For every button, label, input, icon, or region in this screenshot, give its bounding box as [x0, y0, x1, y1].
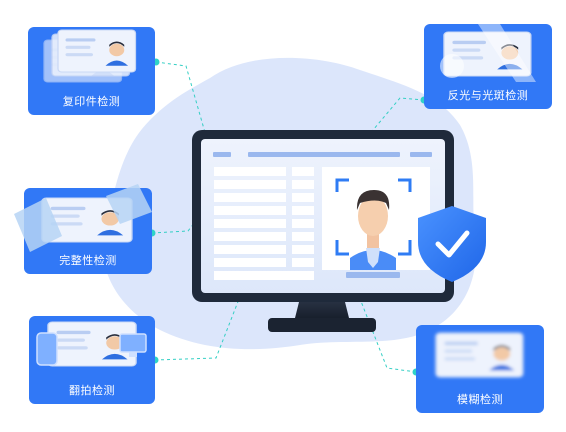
reflection-card-art	[424, 24, 552, 109]
blur-detection-label: 模糊检测	[457, 393, 503, 406]
recapture-detection-card: 翻拍检测	[29, 316, 155, 404]
form-rows	[214, 167, 314, 280]
integrity-detection-label: 完整性检测	[59, 254, 117, 267]
blur-detection-card: 模糊检测	[416, 325, 544, 413]
photocopy-card-art	[28, 27, 155, 115]
connector-blur	[356, 290, 417, 373]
blur-card-art	[416, 325, 544, 413]
connector-reflection	[367, 97, 425, 137]
reflection-detection-label: 反光与光斑检测	[447, 89, 529, 102]
integrity-card-art	[14, 184, 152, 274]
monitor-stand-neck	[294, 298, 350, 322]
connector-photocopy	[155, 61, 207, 137]
reflection-detection-card: 反光与光斑检测	[424, 24, 552, 109]
monitor-stand-base	[268, 318, 376, 332]
connector-recapture	[154, 293, 242, 361]
monitor-icon	[192, 130, 454, 332]
photocopy-detection-label: 复印件检测	[62, 95, 121, 108]
photocopy-detection-card: 复印件检测	[28, 27, 155, 115]
integrity-detection-card: 完整性检测	[24, 188, 152, 274]
recapture-card-art	[29, 316, 155, 404]
recapture-detection-label: 翻拍检测	[69, 384, 115, 397]
face-scan-icon	[335, 178, 412, 270]
shield-check-icon	[418, 206, 486, 282]
